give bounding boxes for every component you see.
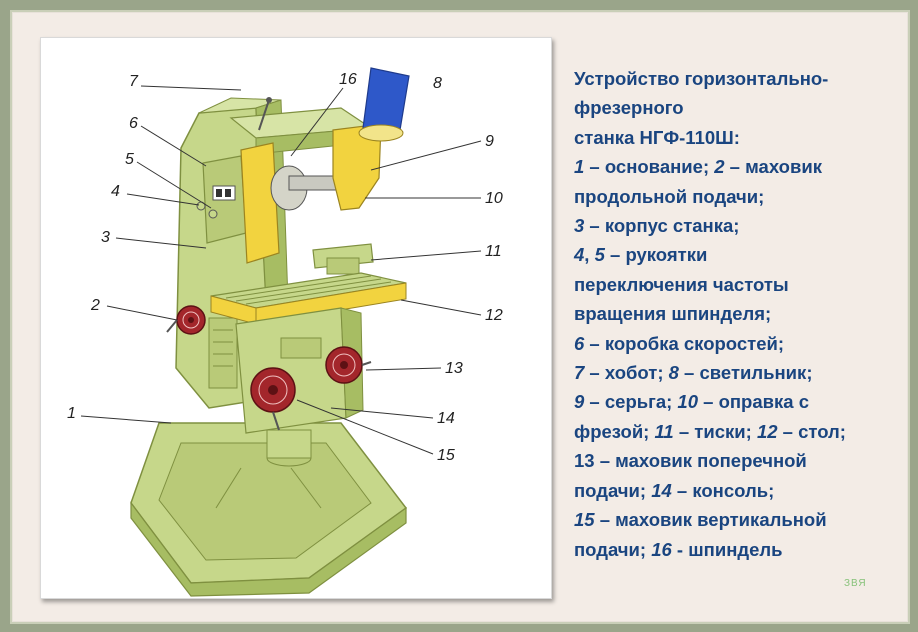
part-number: 8: [668, 362, 679, 384]
handwheel-vertical: [250, 367, 296, 431]
caption-line: 7 – хобот; 8 – светильник;: [574, 358, 904, 387]
callout-4: 4: [111, 183, 120, 200]
part-number: 16: [651, 538, 672, 560]
caption-line: 13 – маховик поперечной: [574, 446, 904, 475]
part-number: 12: [756, 420, 778, 442]
part-description: – основание;: [584, 156, 715, 178]
part-number: 9: [574, 391, 585, 413]
part-number: 6: [574, 332, 585, 354]
part-number: 4: [574, 244, 585, 266]
machine-base: [130, 422, 408, 597]
caption-line: вращения шпинделя;: [574, 299, 904, 328]
diagram-frame: 7 16 8 6 5 4 3 9 10 11 12 2 13 1 14 15: [40, 37, 552, 599]
part-description: – маховик вертикальной: [594, 509, 827, 531]
caption-legend-lines: 1 – основание; 2 – маховик продольной под…: [574, 152, 904, 564]
top-handle: [258, 97, 272, 131]
part-description: – рукоятки: [604, 244, 708, 266]
speed-gearbox: [196, 155, 247, 244]
callout-2: 2: [90, 297, 100, 314]
caption-line: 6 – коробка скоростей;: [574, 329, 904, 358]
callout-5: 5: [125, 151, 134, 168]
caption-title-line-2: фрезерного: [574, 97, 684, 119]
part-number: 3: [574, 215, 585, 237]
part-number: 7: [574, 362, 585, 384]
vise: [312, 243, 374, 275]
part-description: фрезой;: [574, 420, 655, 442]
caption-line: 3 – корпус станка;: [574, 211, 904, 240]
part-description: – коробка скоростей;: [584, 332, 785, 354]
milling-machine-diagram: 7 16 8 6 5 4 3 9 10 11 12 2 13 1 14 15: [67, 67, 503, 597]
part-description: – корпус станка;: [584, 215, 740, 237]
part-description: подачи;: [574, 479, 652, 501]
author-signature: ЗВЯ: [844, 578, 867, 589]
part-number: 10: [677, 391, 698, 413]
callout-14: 14: [437, 410, 455, 427]
handwheel-cross: [325, 346, 372, 384]
part-number: 11: [654, 420, 674, 442]
part-description: – тиски;: [673, 420, 757, 442]
callout-8: 8: [433, 75, 442, 92]
leader-lines: [80, 85, 482, 455]
caption-line: 1 – основание; 2 – маховик: [574, 152, 904, 181]
caption-line: подачи; 16 - шпиндель: [574, 535, 904, 564]
caption-title-line-3: станка НГФ-110Ш:: [574, 126, 740, 148]
part-description: – светильник;: [678, 362, 813, 384]
callout-9: 9: [485, 133, 494, 150]
part-description: вращения шпинделя;: [574, 303, 772, 325]
part-description: - шпиндель: [671, 538, 783, 560]
callout-10: 10: [485, 190, 503, 207]
legend-caption: Устройство горизонтально- фрезерного ста…: [574, 64, 904, 564]
part-description: – серьга;: [584, 391, 678, 413]
part-description: – маховик: [724, 156, 822, 178]
callout-1: 1: [67, 405, 76, 422]
part-description: – хобот;: [584, 362, 669, 384]
part-number: 15: [574, 509, 595, 531]
caption-title-line-1: Устройство горизонтально-: [574, 68, 829, 89]
lamp: [358, 67, 410, 142]
caption-line: продольной подачи;: [574, 182, 904, 211]
callout-16: 16: [339, 71, 357, 88]
caption-line: переключения частоты: [574, 270, 904, 299]
caption-line: 9 – серьга; 10 – оправка с: [574, 387, 904, 416]
slide-panel: 7 16 8 6 5 4 3 9 10 11 12 2 13 1 14 15 У…: [10, 10, 910, 624]
callout-13: 13: [445, 360, 463, 377]
part-description: ,: [584, 244, 595, 266]
callout-3: 3: [101, 229, 110, 246]
work-table: [210, 272, 407, 325]
part-description: – стол;: [777, 420, 846, 442]
callout-11: 11: [485, 243, 502, 260]
part-description: – оправка с: [698, 391, 809, 413]
part-number: 2: [714, 156, 725, 178]
part-description: продольной подачи;: [574, 185, 765, 207]
part-description: переключения частоты: [574, 273, 789, 295]
part-number: 5: [594, 244, 605, 266]
part-description: – консоль;: [671, 479, 775, 501]
part-description: подачи;: [574, 538, 652, 560]
caption-line: 15 – маховик вертикальной: [574, 505, 904, 534]
part-description: 13 – маховик поперечной: [574, 450, 807, 472]
callout-15: 15: [437, 447, 455, 464]
callout-7: 7: [129, 73, 139, 90]
caption-line: подачи; 14 – консоль;: [574, 476, 904, 505]
caption-line: 4, 5 – рукоятки: [574, 240, 904, 269]
callout-12: 12: [485, 307, 503, 324]
callout-6: 6: [129, 115, 138, 132]
caption-line: фрезой; 11 – тиски; 12 – стол;: [574, 417, 904, 446]
part-number: 14: [651, 479, 672, 501]
handwheel-longitudinal: [166, 305, 206, 335]
part-number: 1: [574, 156, 585, 178]
